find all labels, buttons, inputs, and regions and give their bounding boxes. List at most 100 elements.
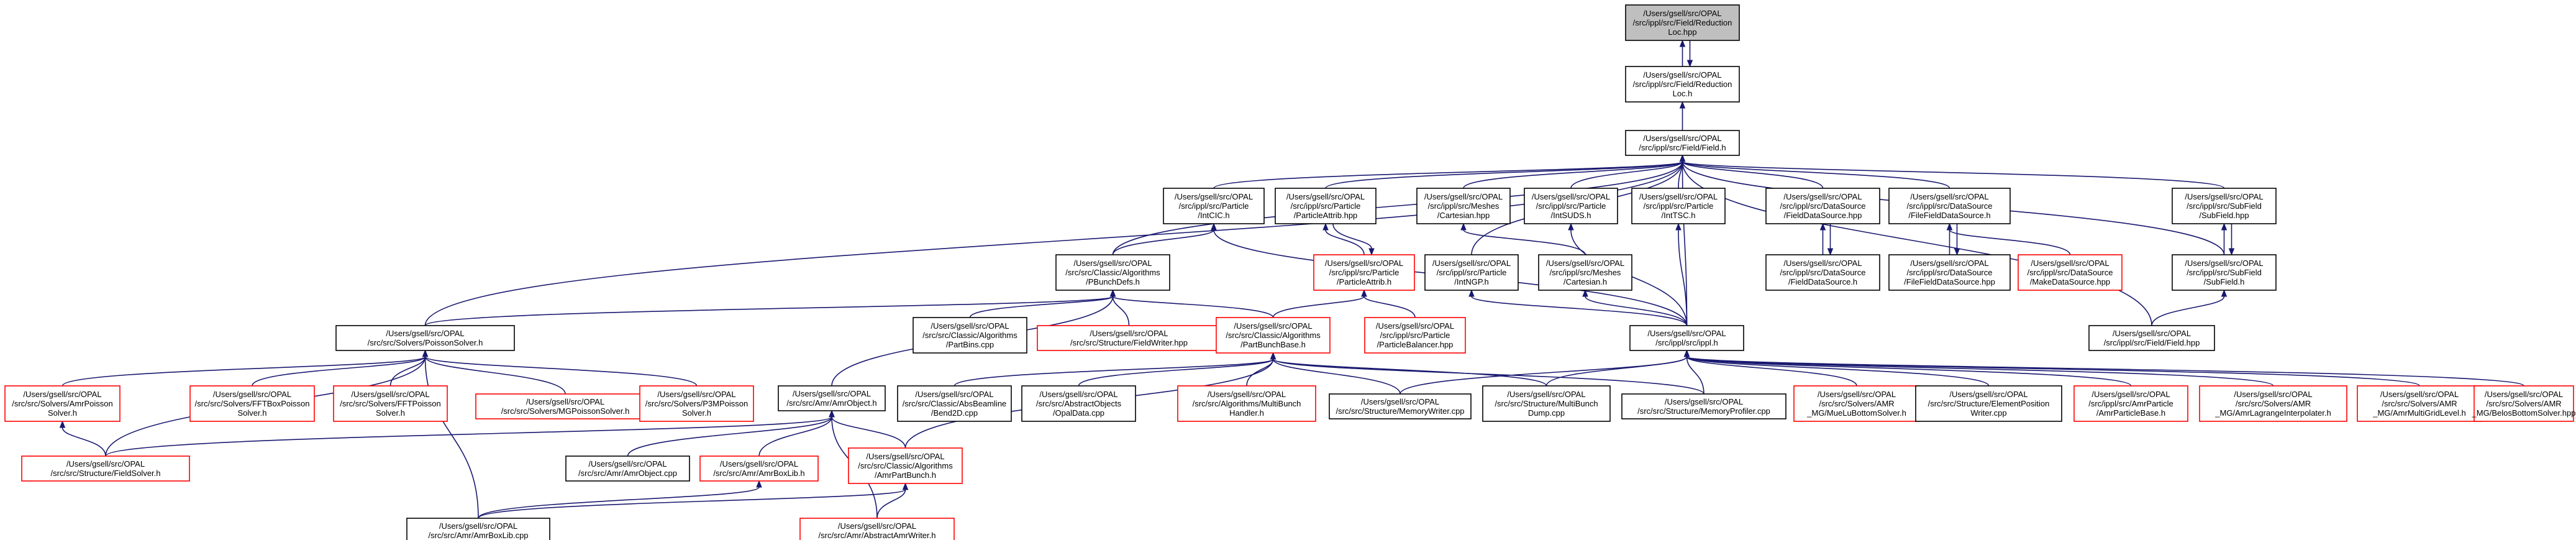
file-node-abstractamrwriter[interactable]: /Users/gsell/src/OPAL/src/src/Amr/Abstra… xyxy=(799,518,955,540)
arrowhead xyxy=(2221,222,2228,231)
node-box xyxy=(1888,254,2011,291)
file-node-partbins[interactable]: /Users/gsell/src/OPAL/src/src/Classic/Al… xyxy=(913,317,1027,354)
node-label-line: /src/ippl/src/Particle xyxy=(1291,201,1361,211)
file-node-meshcarthpp[interactable]: /Users/gsell/src/OPAL/src/ippl/src/Meshe… xyxy=(1416,188,1511,224)
node-label-line: /Users/gsell/src/OPAL xyxy=(588,459,667,469)
file-node-fieldsolver[interactable]: /Users/gsell/src/OPAL/src/src/Structure/… xyxy=(21,455,190,482)
file-node-absbeam[interactable]: /Users/gsell/src/OPAL/src/src/Classic/Ab… xyxy=(897,385,1012,422)
node-label-line: /IntCIC.h xyxy=(1198,211,1229,220)
file-node-ipplh[interactable]: /Users/gsell/src/OPAL/src/ippl/src/ippl.… xyxy=(1629,325,1744,351)
node-label-line: /src/ippl/src/AmrParticle xyxy=(2088,399,2173,408)
node-label-line: /src/src/AbstractObjects xyxy=(1036,399,1122,408)
node-label-line: /Cartesian.hpp xyxy=(1437,211,1490,220)
file-node-intsuds[interactable]: /Users/gsell/src/OPAL/src/ippl/src/Parti… xyxy=(1524,188,1618,224)
file-node-amrboxlibcpp[interactable]: /Users/gsell/src/OPAL/src/src/Amr/AmrBox… xyxy=(406,518,550,540)
node-label-line: /src/src/Solvers/P3MPoisson xyxy=(645,399,748,408)
node-box xyxy=(897,385,1012,422)
node-label-line: /src/src/Amr/AbstractAmrWriter.h xyxy=(819,531,936,540)
node-label-line: /src/src/Amr/AmrBoxLib.h xyxy=(713,469,804,478)
file-node-mkdshpp[interactable]: /Users/gsell/src/OPAL/src/ippl/src/DataS… xyxy=(2018,254,2123,291)
file-node-mueluh[interactable]: /Users/gsell/src/OPAL/src/src/Solvers/AM… xyxy=(1793,385,1920,422)
file-node-elemposwriter[interactable]: /Users/gsell/src/OPAL/src/src/Structure/… xyxy=(1915,385,2062,422)
node-label-line: /src/ippl/src/Field/Reduction xyxy=(1633,80,1732,89)
file-node-memwriter[interactable]: /Users/gsell/src/OPAL/src/src/Structure/… xyxy=(1329,393,1472,419)
file-node-partbunchbase[interactable]: /Users/gsell/src/OPAL/src/src/Classic/Al… xyxy=(1216,317,1331,354)
node-label-line: /Users/gsell/src/OPAL xyxy=(1910,192,1988,201)
file-node-pbunch[interactable]: /Users/gsell/src/OPAL/src/src/Classic/Al… xyxy=(1055,254,1170,291)
file-node-fieldh[interactable]: /Users/gsell/src/OPAL/src/ippl/src/Field… xyxy=(1625,130,1740,156)
file-node-pattrhpp[interactable]: /Users/gsell/src/OPAL/src/ippl/src/Parti… xyxy=(1275,188,1377,224)
dependency-edge xyxy=(1213,154,1686,189)
file-node-mgpoisson[interactable]: /Users/gsell/src/OPAL/src/src/Solvers/MG… xyxy=(475,393,655,419)
node-box xyxy=(1765,188,1880,224)
file-node-amrmultigrid[interactable]: /Users/gsell/src/OPAL/src/src/Solvers/AM… xyxy=(2357,385,2482,422)
arrowhead xyxy=(1679,39,1686,47)
node-box xyxy=(1216,317,1331,354)
node-label-line: /Users/gsell/src/OPAL xyxy=(1643,134,1721,143)
node-box xyxy=(1621,393,1786,419)
file-node-fftbox[interactable]: /Users/gsell/src/OPAL/src/src/Solvers/FF… xyxy=(189,385,315,422)
file-node-root[interactable]: /Users/gsell/src/OPAL/src/ippl/src/Field… xyxy=(1625,4,1740,41)
file-node-fieldwriter[interactable]: /Users/gsell/src/OPAL/src/src/Structure/… xyxy=(1037,325,1221,351)
node-box xyxy=(2018,254,2123,291)
node-label-line: /src/ippl/src/Field/Reduction xyxy=(1633,18,1732,27)
file-node-ffdsh[interactable]: /Users/gsell/src/OPAL/src/ippl/src/DataS… xyxy=(1888,188,2011,224)
node-label-line: /PartBins.cpp xyxy=(946,340,994,349)
node-label-line: /src/src/Classic/AbsBeamline xyxy=(903,399,1007,408)
node-box xyxy=(1888,188,2011,224)
file-node-poisson[interactable]: /Users/gsell/src/OPAL/src/src/Solvers/Po… xyxy=(335,325,515,351)
arrowhead xyxy=(1946,222,1953,231)
file-node-fdsh[interactable]: /Users/gsell/src/OPAL/src/ippl/src/DataS… xyxy=(1765,254,1880,291)
file-node-amrpoisson[interactable]: /Users/gsell/src/OPAL/src/src/Solvers/Am… xyxy=(4,385,121,422)
file-node-meshcarth[interactable]: /Users/gsell/src/OPAL/src/ippl/src/Meshe… xyxy=(1538,254,1632,291)
file-node-pattrh[interactable]: /Users/gsell/src/OPAL/src/ippl/src/Parti… xyxy=(1313,254,1415,291)
file-node-inttsc[interactable]: /Users/gsell/src/OPAL/src/ippl/src/Parti… xyxy=(1631,188,1726,224)
node-label-line: /AmrParticleBase.h xyxy=(2096,408,2165,418)
dependency-edge xyxy=(61,349,429,387)
file-node-intcic[interactable]: /Users/gsell/src/OPAL/src/ippl/src/Parti… xyxy=(1163,188,1265,224)
node-label-line: /src/src/Solvers/AMR xyxy=(2236,399,2311,408)
node-box xyxy=(1629,325,1744,351)
file-node-rloch[interactable]: /Users/gsell/src/OPAL/src/ippl/src/Field… xyxy=(1625,66,1740,103)
node-label-line: Loc.h xyxy=(1673,89,1693,98)
file-node-amrobjectcpp[interactable]: /Users/gsell/src/OPAL/src/src/Amr/AmrObj… xyxy=(565,455,690,482)
file-node-fieldhpp[interactable]: /Users/gsell/src/OPAL/src/ippl/src/Field… xyxy=(2088,325,2215,351)
file-node-ffdshpp[interactable]: /Users/gsell/src/OPAL/src/ippl/src/DataS… xyxy=(1888,254,2011,291)
file-node-intngp[interactable]: /Users/gsell/src/OPAL/src/ippl/src/Parti… xyxy=(1424,254,1519,291)
node-label-line: /IntSUDS.h xyxy=(1550,211,1591,220)
node-box xyxy=(1915,385,2062,422)
file-node-subfhpp[interactable]: /Users/gsell/src/OPAL/src/ippl/src/SubFi… xyxy=(2172,188,2277,224)
file-node-amrobject[interactable]: /Users/gsell/src/OPAL/src/src/Amr/AmrObj… xyxy=(778,385,886,411)
node-box xyxy=(848,447,963,484)
file-node-p3m[interactable]: /Users/gsell/src/OPAL/src/src/Solvers/P3… xyxy=(639,385,754,422)
node-label-line: /Users/gsell/src/OPAL xyxy=(2031,259,2109,268)
file-node-amrpartbunch[interactable]: /Users/gsell/src/OPAL/src/src/Classic/Al… xyxy=(848,447,963,484)
file-node-belos[interactable]: /Users/gsell/src/OPAL/src/src/Solvers/AM… xyxy=(2472,385,2576,422)
node-label-line: /Users/gsell/src/OPAL xyxy=(351,390,429,399)
node-label-line: /src/src/Classic/Algorithms xyxy=(858,461,953,470)
node-label-line: /PartBunchBase.h xyxy=(1240,340,1306,349)
file-node-fftpoisson[interactable]: /Users/gsell/src/OPAL/src/src/Solvers/FF… xyxy=(333,385,448,422)
file-node-multibunchh[interactable]: /Users/gsell/src/OPAL/src/src/Algorithms… xyxy=(1177,385,1316,422)
dependency-edge xyxy=(1679,39,1686,66)
node-box xyxy=(799,518,955,540)
arrowhead xyxy=(1468,289,1475,297)
node-label-line: /Users/gsell/src/OPAL xyxy=(1175,192,1253,201)
node-box xyxy=(1793,385,1920,422)
file-node-multibunchdump[interactable]: /Users/gsell/src/OPAL/src/src/Structure/… xyxy=(1482,385,1611,422)
file-node-fdshpp[interactable]: /Users/gsell/src/OPAL/src/ippl/src/DataS… xyxy=(1765,188,1880,224)
file-node-amrpartbase[interactable]: /Users/gsell/src/OPAL/src/ippl/src/AmrPa… xyxy=(2073,385,2188,422)
file-node-memprof[interactable]: /Users/gsell/src/OPAL/src/src/Structure/… xyxy=(1621,393,1786,419)
node-label-line: /FileFieldDataSource.hpp xyxy=(1904,277,1995,286)
node-label-line: /Users/gsell/src/OPAL xyxy=(1507,390,1585,399)
file-node-subfh[interactable]: /Users/gsell/src/OPAL/src/ippl/src/SubFi… xyxy=(2172,254,2277,291)
node-label-line: /src/src/Structure/FieldSolver.h xyxy=(51,469,161,478)
file-node-opaldata[interactable]: /Users/gsell/src/OPAL/src/src/AbstractOb… xyxy=(1021,385,1136,422)
dependency-edge xyxy=(424,154,1686,326)
file-node-amrboxlibh[interactable]: /Users/gsell/src/OPAL/src/src/Amr/AmrBox… xyxy=(699,455,819,482)
file-node-pbalancer[interactable]: /Users/gsell/src/OPAL/src/ippl/src/Parti… xyxy=(1364,317,1466,354)
dependency-edge xyxy=(1582,289,1688,326)
dependency-edge xyxy=(1322,222,1365,255)
file-node-amrlagrange[interactable]: /Users/gsell/src/OPAL/src/src/Solvers/AM… xyxy=(2199,385,2347,422)
